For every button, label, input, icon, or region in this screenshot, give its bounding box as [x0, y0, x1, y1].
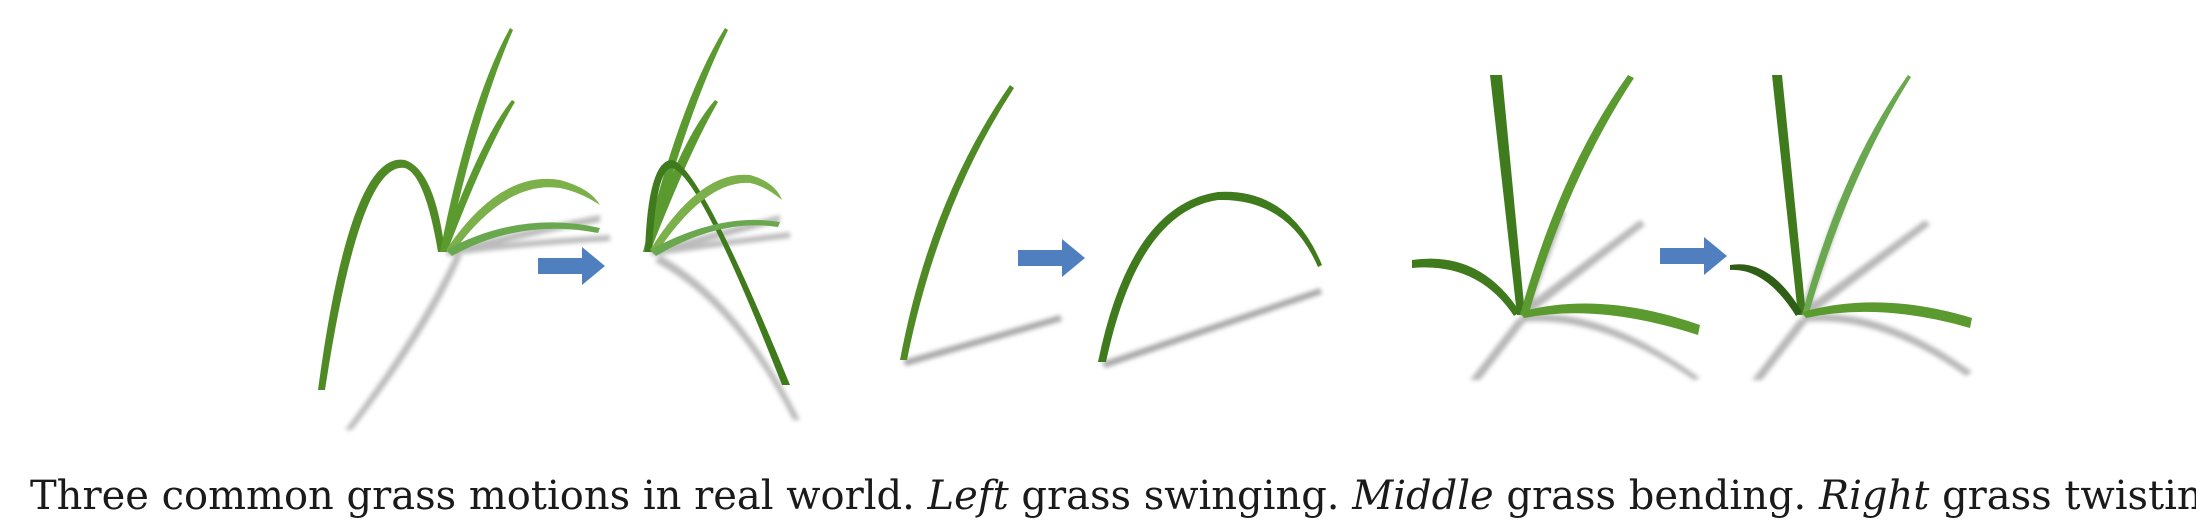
swinging-after-illustration	[643, 28, 800, 420]
bending-before-illustration	[900, 85, 1062, 366]
caption-right-label: Right	[1819, 473, 1930, 519]
figure-caption: Three common grass motions in real world…	[30, 470, 2196, 522]
caption-left-text: grass swinging.	[1021, 473, 1340, 519]
swinging-before-illustration	[318, 28, 610, 430]
arrow-icon	[1660, 237, 1727, 275]
caption-left-label: Left	[927, 473, 1009, 519]
arrow-icon	[1018, 239, 1085, 277]
arrow-icon	[538, 247, 605, 285]
grass-motion-figure	[318, 28, 1972, 430]
twisting-before-illustration	[1412, 75, 1700, 380]
caption-middle-text: grass bending.	[1506, 473, 1807, 519]
caption-intro: Three common grass motions in real world…	[30, 473, 915, 519]
caption-right-text: grass twisting	[1942, 473, 2196, 519]
caption-middle-label: Middle	[1352, 473, 1494, 519]
bending-after-illustration	[1098, 191, 1322, 368]
twisting-after-illustration	[1730, 75, 1972, 380]
